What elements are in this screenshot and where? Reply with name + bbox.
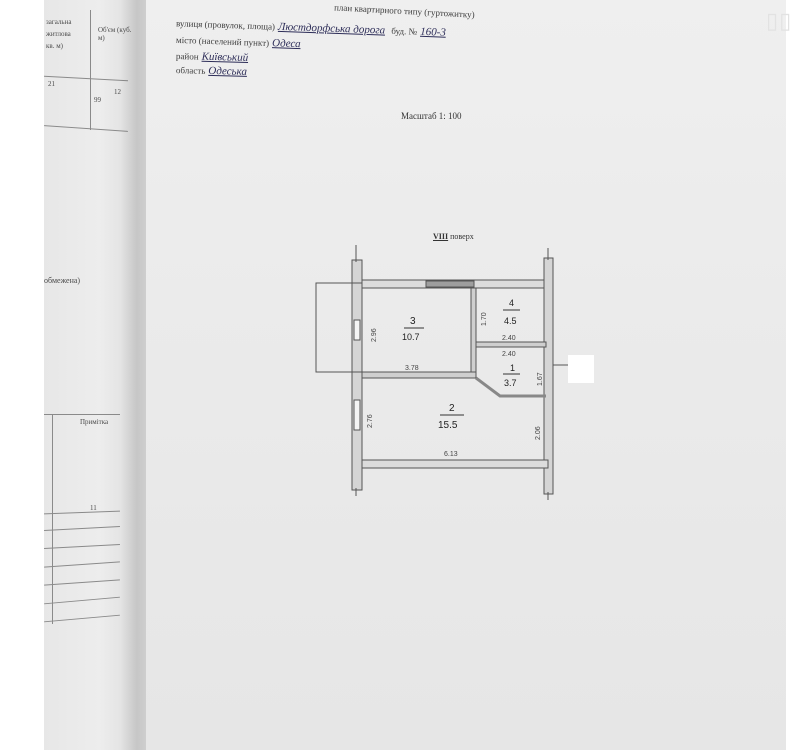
left-row-value-b: 12 [114, 88, 121, 96]
wall-room3-room4 [470, 287, 477, 379]
wall-room4-room1 [475, 341, 547, 348]
dim-room3-width: 3.78 [405, 365, 419, 372]
dim-room2-width: 6.13 [444, 451, 458, 458]
book-spine [120, 0, 148, 750]
left-middle-text: обмежена) [44, 276, 81, 285]
left-row-value-c: 99 [94, 96, 101, 104]
scale-label: Масштаб 1: 100 [401, 111, 462, 121]
top-window [425, 280, 475, 288]
left-table-vline [90, 10, 91, 130]
wall-diagonal [475, 376, 546, 398]
left-window-2 [353, 399, 361, 431]
left-row-value-a: 21 [48, 80, 55, 88]
room-2-number: 2 [449, 403, 455, 414]
left-page: загальна житлова кв. м) Об'єм (куб. м) 2… [44, 0, 146, 750]
wall-bottom [361, 459, 549, 469]
left-text-1: загальна [46, 18, 72, 26]
dim-room3-height: 2.96 [371, 328, 378, 342]
left-protrusion [315, 282, 362, 373]
wall-right [543, 257, 554, 495]
left-table-vline-2 [52, 414, 53, 624]
room-3-number: 3 [410, 316, 416, 327]
dim-room4-width: 2.40 [502, 335, 516, 342]
room-1-area: 3.7 [504, 378, 517, 388]
left-text-2: житлова [46, 30, 71, 38]
left-table-top-line [44, 414, 120, 415]
redaction-square [568, 355, 594, 383]
dim-room4-height: 1.70 [481, 312, 488, 326]
dim-room1-height: 1.67 [537, 372, 544, 386]
dim-room2-height-left: 2.76 [367, 414, 374, 428]
left-text-3: кв. м) [46, 42, 63, 50]
floor-word: поверх [450, 232, 474, 241]
watermark: ▯▯▯▯ [766, 8, 792, 33]
left-table-header: Примітка [80, 418, 109, 426]
room-4-number: 4 [509, 298, 514, 308]
wall-room3-bottom [361, 371, 477, 379]
room-3-area: 10.7 [402, 332, 420, 342]
room-4-area: 4.5 [504, 316, 517, 326]
dim-room2-height-right: 2.06 [535, 426, 542, 440]
left-window-1 [353, 319, 361, 341]
left-col-header: Об'єм (куб. м) [98, 26, 132, 42]
dim-room1-width: 2.40 [502, 351, 516, 358]
floor-label: VIII поверх [433, 232, 474, 241]
floor-number: VIII [433, 232, 449, 241]
room-2-area: 15.5 [438, 420, 458, 431]
left-table-value: 11 [90, 504, 97, 512]
room-1-number: 1 [510, 363, 515, 373]
wall-left-column [351, 259, 363, 491]
